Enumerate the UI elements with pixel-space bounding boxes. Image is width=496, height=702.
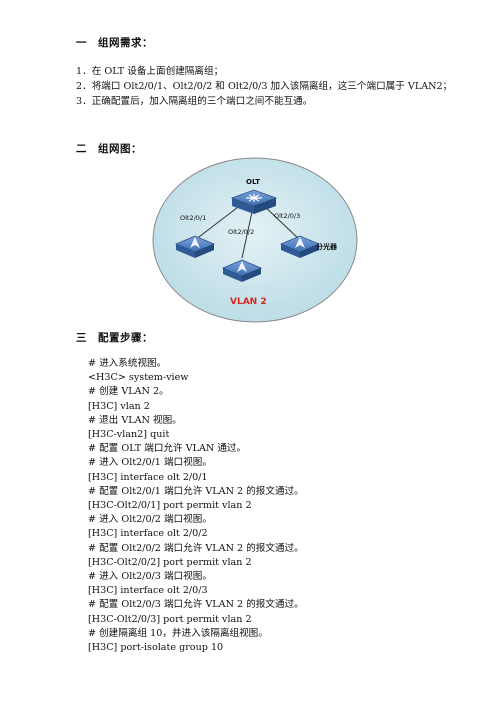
requirement-item: 1．在 OLT 设备上面创建隔离组； [76,66,224,77]
step-line: [H3C] interface olt 2/0/1 [88,471,208,483]
link-olt-port2 [241,211,253,259]
step-line: # 配置 Olt2/0/2 端口允许 VLAN 2 的报文通过。 [88,542,304,554]
vlan-region [152,157,358,323]
requirement-item: 3．正确配置后，加入隔离组的三个端口之间不能互通。 [76,96,313,107]
vlan-label: VLAN 2 [230,297,267,307]
step-line: # 进入 Olt2/0/1 端口视图。 [88,457,212,469]
step-line: [H3C-vlan2] quit [88,429,170,441]
splitter-icon-middle [221,259,263,282]
step-line: [H3C] interface olt 2/0/3 [88,585,208,597]
step-line: [H3C] vlan 2 [88,400,150,412]
step-line: # 退出 VLAN 视图。 [88,414,182,426]
step-line: # 进入 Olt2/0/3 端口视图。 [88,571,212,583]
step-line: [H3C-Olt2/0/3] port permit vlan 2 [88,613,252,625]
config-steps: # 进入系统视图。 <H3C> system-view # 创建 VLAN 2。… [88,357,304,655]
network-diagram: OLT Olt2/0/1 Olt2/0/2 Olt2/0/3 分光器 VLAN … [152,157,358,323]
port-label-olt2-0-1: Olt2/0/1 [180,214,206,222]
step-line: # 创建隔离组 10，并进入该隔离组视图。 [88,627,268,639]
section-heading-diagram: 二 组网图： [76,143,142,155]
step-line: <H3C> system-view [88,372,189,384]
port-label-olt2-0-3: Olt2/0/3 [274,212,300,220]
section-heading-steps: 三 配置步骤： [76,332,153,344]
step-line: [H3C-Olt2/0/2] port permit vlan 2 [88,556,252,568]
step-line: [H3C] interface olt 2/0/2 [88,528,208,540]
section-heading-requirements: 一 组网需求： [76,37,153,49]
requirement-item: 2．将端口 Olt2/0/1、Olt2/0/2 和 Olt2/0/3 加入该隔离… [76,81,453,92]
step-line: # 配置 Olt2/0/1 端口允许 VLAN 2 的报文通过。 [88,485,304,497]
olt-device-icon [230,189,278,214]
olt-label: OLT [246,178,260,186]
step-line: # 配置 OLT 端口允许 VLAN 通过。 [88,443,247,455]
step-line: # 进入 Olt2/0/2 端口视图。 [88,514,212,526]
splitter-label: 分光器 [316,242,338,251]
requirements-list: 1．在 OLT 设备上面创建隔离组； 2．将端口 Olt2/0/1、Olt2/0… [76,64,452,109]
step-line: # 创建 VLAN 2。 [88,386,169,398]
port-label-olt2-0-2: Olt2/0/2 [228,228,254,236]
step-line: # 进入系统视图。 [88,358,167,369]
splitter-icon-right [279,235,321,258]
splitter-icon-left [174,235,216,258]
step-line: [H3C-Olt2/0/1] port permit vlan 2 [88,500,252,512]
step-line: [H3C] port-isolate group 10 [88,642,224,654]
link-olt-port1 [194,203,243,241]
link-olt-port3 [261,203,301,241]
step-line: # 配置 Olt2/0/3 端口允许 VLAN 2 的报文通过。 [88,599,304,611]
